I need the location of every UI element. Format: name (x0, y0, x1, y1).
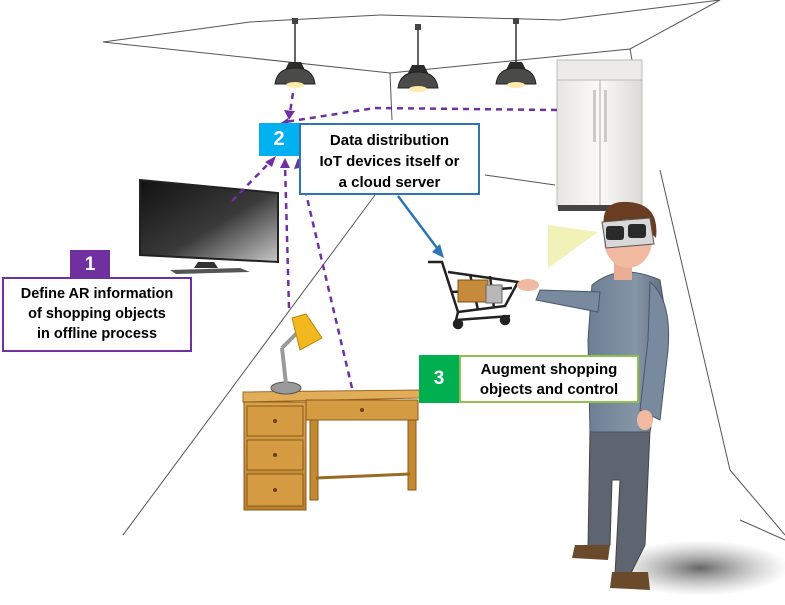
step-1-line-2: of shopping objects (28, 306, 166, 322)
step-3-callout: Augment shopping objects and control (459, 355, 639, 403)
arrow-fridge-to-2 (284, 106, 558, 124)
step-2-line-3: a cloud server (338, 174, 441, 191)
shopping-cart-icon (428, 260, 520, 330)
person-shadow (610, 540, 785, 596)
arrow-tv-to-2 (231, 159, 273, 202)
step-3-badge: 3 (419, 355, 459, 403)
desk-lamp-icon (270, 313, 323, 395)
arrow-desk-to-2 (297, 163, 354, 389)
step-3-line-2: objects and control (479, 381, 619, 398)
pendant-lamp-icon (274, 18, 537, 92)
desk-icon (242, 389, 421, 511)
arrow-ceiling-lamp-to-2 (288, 92, 295, 113)
step-1-line-1: Define AR information (20, 286, 174, 302)
arrow-2-to-cart (397, 195, 444, 258)
step-2-callout: Data distribution IoT devices itself or … (299, 123, 480, 195)
step-2-line-2: IoT devices itself or (319, 153, 460, 170)
step-1-callout: Define AR information of shopping object… (2, 277, 192, 352)
step-1-line-3: in offline process (36, 326, 158, 342)
step-3-line-1: Augment shopping (480, 361, 618, 378)
step-2-line-1: Data distribution (329, 132, 450, 149)
television-icon (139, 178, 279, 274)
step-2-badge: 2 (259, 123, 299, 156)
step-1-badge: 1 (70, 250, 110, 280)
data-flow-arrows-dashed (231, 92, 558, 389)
refrigerator-icon (556, 59, 643, 211)
arrow-desk-lamp-to-2 (283, 163, 291, 309)
room-wireframe (102, 0, 785, 541)
